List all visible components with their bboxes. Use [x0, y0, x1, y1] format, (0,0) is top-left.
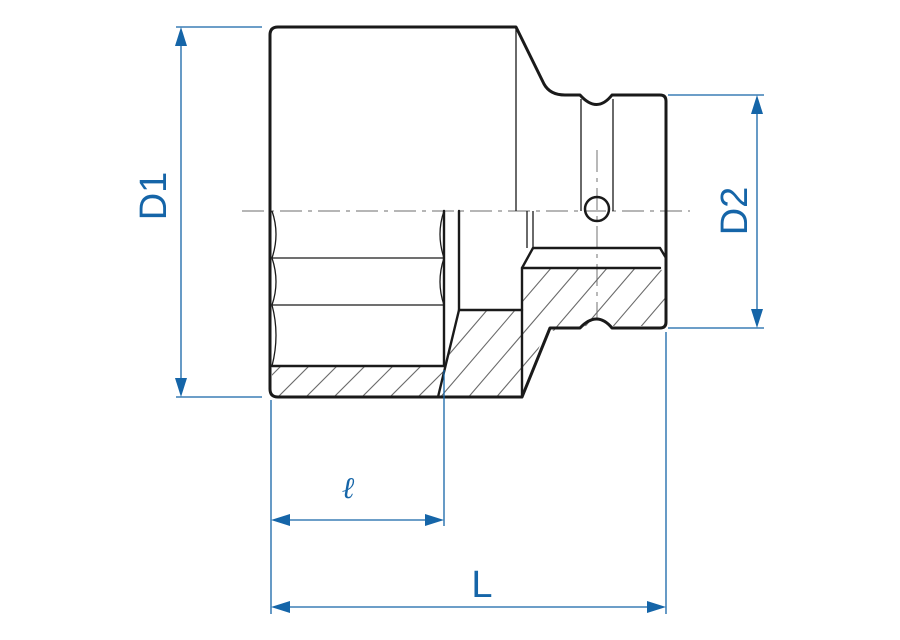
- depth-arrow-left: [271, 514, 290, 526]
- d1-arrow-top: [175, 27, 187, 46]
- length-arrow-left: [271, 601, 290, 613]
- d1-arrow-bottom: [175, 378, 187, 397]
- counterbore-profile: [457, 209, 668, 312]
- length-arrow-right: [647, 601, 666, 613]
- d1-label: D1: [133, 172, 175, 221]
- d2-arrow-top: [751, 95, 763, 114]
- socket-outer-outline: [268, 25, 668, 399]
- section-hatch-wall: [272, 366, 447, 397]
- depth-label: ℓ: [342, 471, 355, 506]
- length-label: L: [471, 564, 492, 606]
- depth-arrow-right: [425, 514, 444, 526]
- section-hatch-body: [438, 268, 666, 397]
- cross-pin-hole: [583, 195, 611, 223]
- cavity-point-curves-right: [439, 210, 445, 306]
- dimension-d1: D1: [133, 26, 262, 398]
- d2-label: D2: [714, 187, 756, 236]
- cavity-point-curves-left: [271, 210, 277, 367]
- dimension-socket-depth: ℓ: [270, 370, 445, 614]
- d2-arrow-bottom: [751, 309, 763, 328]
- taper-lower-line: [436, 308, 461, 399]
- dimension-d2: D2: [668, 94, 764, 329]
- dimension-overall-length: L: [271, 332, 667, 614]
